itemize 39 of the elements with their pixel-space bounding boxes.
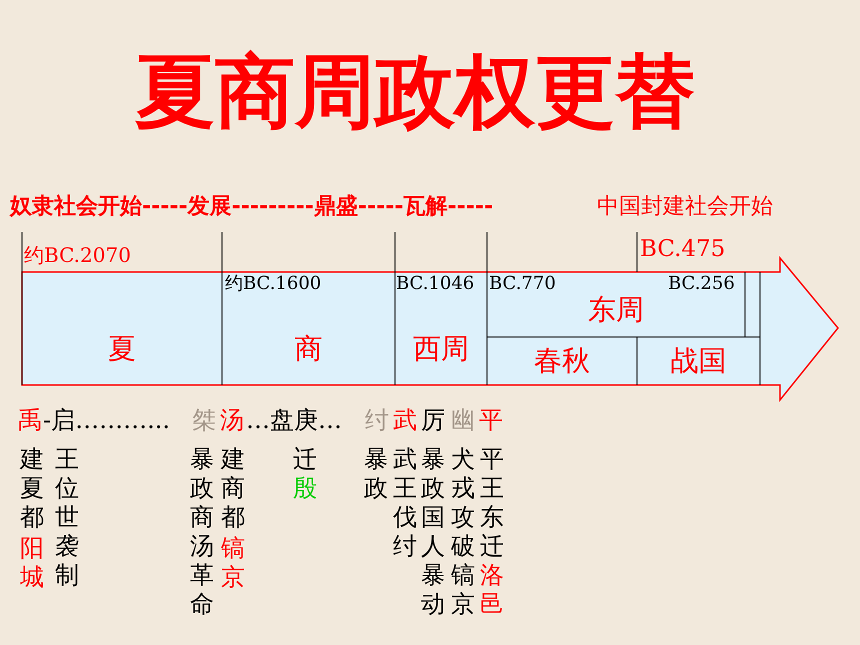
event-note: 殷 <box>293 474 317 503</box>
event-note: 阳城 <box>20 534 44 592</box>
date-label: BC.475 <box>640 238 726 261</box>
period-name: 东周 <box>588 292 644 328</box>
ruler-name: 桀 <box>192 408 216 432</box>
date-label: BC.256 <box>668 275 735 293</box>
event-note: 暴政国人暴动 <box>421 445 445 619</box>
date-label: BC.770 <box>489 275 556 293</box>
event-note: 暴政 <box>364 445 388 503</box>
event-note: 暴政商汤革命 <box>190 445 214 619</box>
ruler-name: 武 <box>393 408 417 432</box>
period-name: 商 <box>294 330 322 366</box>
event-note: 武王伐纣 <box>393 445 417 561</box>
stage-heading: 奴隶社会开始-----发展---------鼎盛-----瓦解----- <box>10 196 494 218</box>
date-label: BC.1046 <box>396 275 474 293</box>
event-note: 王位世袭制 <box>55 445 79 590</box>
event-note: 犬戎攻破镐京 <box>451 445 475 619</box>
title: 夏商周政权更替 <box>134 52 696 132</box>
period-name: 夏 <box>108 330 136 366</box>
ruler-name: 禹 <box>18 408 42 432</box>
period-name: 战国 <box>670 343 726 379</box>
date-label: 约BC.2070 <box>24 245 131 265</box>
ruler-name: 纣 <box>365 408 389 432</box>
ruler-name: 汤 <box>220 408 244 432</box>
event-note: 迁 <box>293 445 317 474</box>
period-name: 春秋 <box>534 343 590 379</box>
ruler-name: 厉 <box>421 408 445 432</box>
event-note: 建夏都 <box>20 445 44 532</box>
date-label: 约BC.1600 <box>225 275 322 293</box>
ruler-name: 平 <box>479 408 503 432</box>
ruler-name: …盘庚… <box>246 408 342 432</box>
event-note: 平王东迁 <box>480 445 504 561</box>
period-name: 西周 <box>413 330 469 366</box>
event-note: 镐京 <box>221 534 245 592</box>
event-note: 洛邑 <box>480 561 504 619</box>
ruler-name: -启………... <box>43 408 170 432</box>
stage-heading: 中国封建社会开始 <box>597 196 773 218</box>
ruler-name: 幽 <box>451 408 475 432</box>
event-note: 建商都 <box>221 445 245 532</box>
